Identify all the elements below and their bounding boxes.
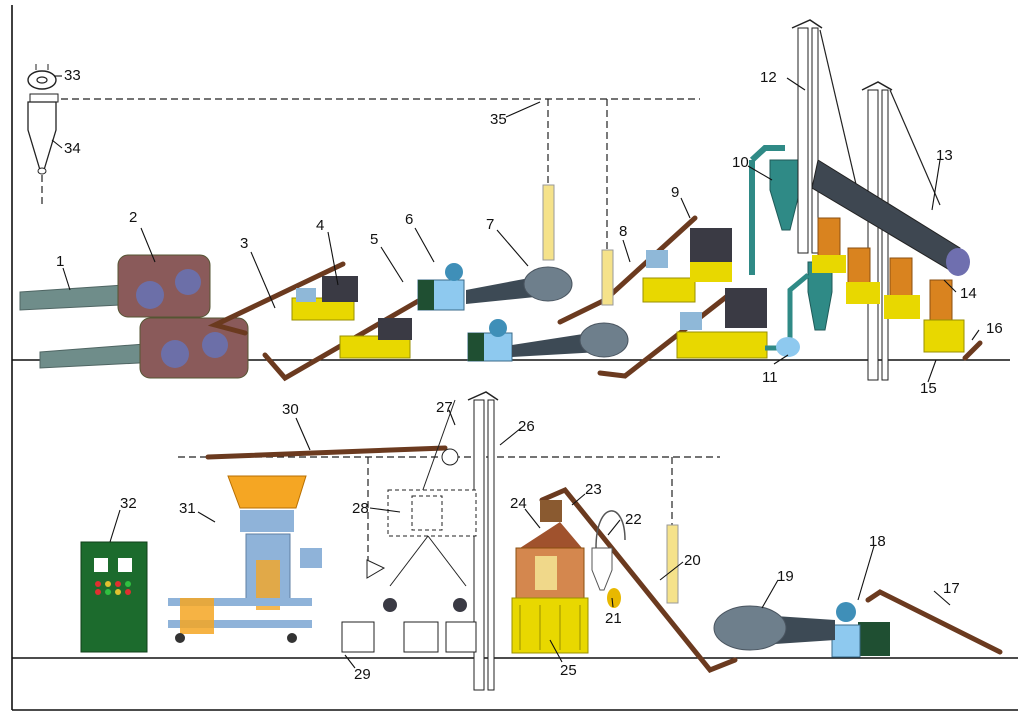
callout-13: 13 (936, 147, 953, 164)
hot-air-pipes (666, 524, 679, 604)
callout-2: 2 (129, 209, 137, 226)
callout-6: 6 (405, 211, 413, 228)
hammer-mill-icon (291, 276, 412, 359)
callout-1: 1 (56, 253, 64, 270)
callout-10: 10 (732, 154, 749, 171)
callout-17: 17 (943, 580, 960, 597)
callout-15: 15 (920, 380, 937, 397)
callout-31: 31 (179, 500, 196, 517)
pellet-mill-icon (812, 217, 965, 353)
counterflow-cooler (511, 500, 626, 654)
callout-35: 35 (490, 111, 507, 128)
callout-18: 18 (869, 533, 886, 550)
bucket-elevator-icon (791, 19, 941, 381)
dust-cyclone-top-left (27, 64, 59, 175)
callout-32: 32 (120, 495, 137, 512)
callout-labels: 1 2 3 4 5 6 7 8 9 10 11 12 13 14 15 16 1… (56, 67, 1003, 683)
control-cabinet (80, 541, 148, 653)
screening-bins (341, 489, 477, 653)
callout-21: 21 (605, 610, 622, 627)
callout-16: 16 (986, 320, 1003, 337)
callout-7: 7 (486, 216, 494, 233)
hammer-mill-icon (117, 254, 249, 379)
callout-14: 14 (960, 285, 977, 302)
inclined-screw-conveyors (205, 215, 1003, 674)
callout-30: 30 (282, 401, 299, 418)
callout-leader-lines (51, 75, 980, 669)
callout-3: 3 (240, 235, 248, 252)
callout-25: 25 (560, 662, 577, 679)
callout-5: 5 (370, 231, 378, 248)
callout-23: 23 (585, 481, 602, 498)
callout-27: 27 (436, 399, 453, 416)
callout-22: 22 (625, 511, 642, 528)
dryer-drum-icon (417, 263, 629, 362)
callout-9: 9 (671, 184, 679, 201)
callout-34: 34 (64, 140, 81, 157)
storage-bin (811, 159, 970, 276)
callout-26: 26 (518, 418, 535, 435)
callout-20: 20 (684, 552, 701, 569)
callout-8: 8 (619, 223, 627, 240)
bucket-elevator-icon (419, 391, 499, 691)
dryer-drum-icon (713, 602, 890, 658)
hammer-mill-icon (642, 228, 768, 359)
callout-29: 29 (354, 666, 371, 683)
callout-11: 11 (762, 369, 778, 386)
callout-4: 4 (316, 217, 324, 234)
callout-24: 24 (510, 495, 527, 512)
callout-19: 19 (777, 568, 794, 585)
packing-machine (168, 475, 322, 643)
callout-12: 12 (760, 69, 777, 86)
callout-33: 33 (64, 67, 81, 84)
hot-air-pipes (542, 184, 614, 306)
callout-28: 28 (352, 500, 369, 517)
